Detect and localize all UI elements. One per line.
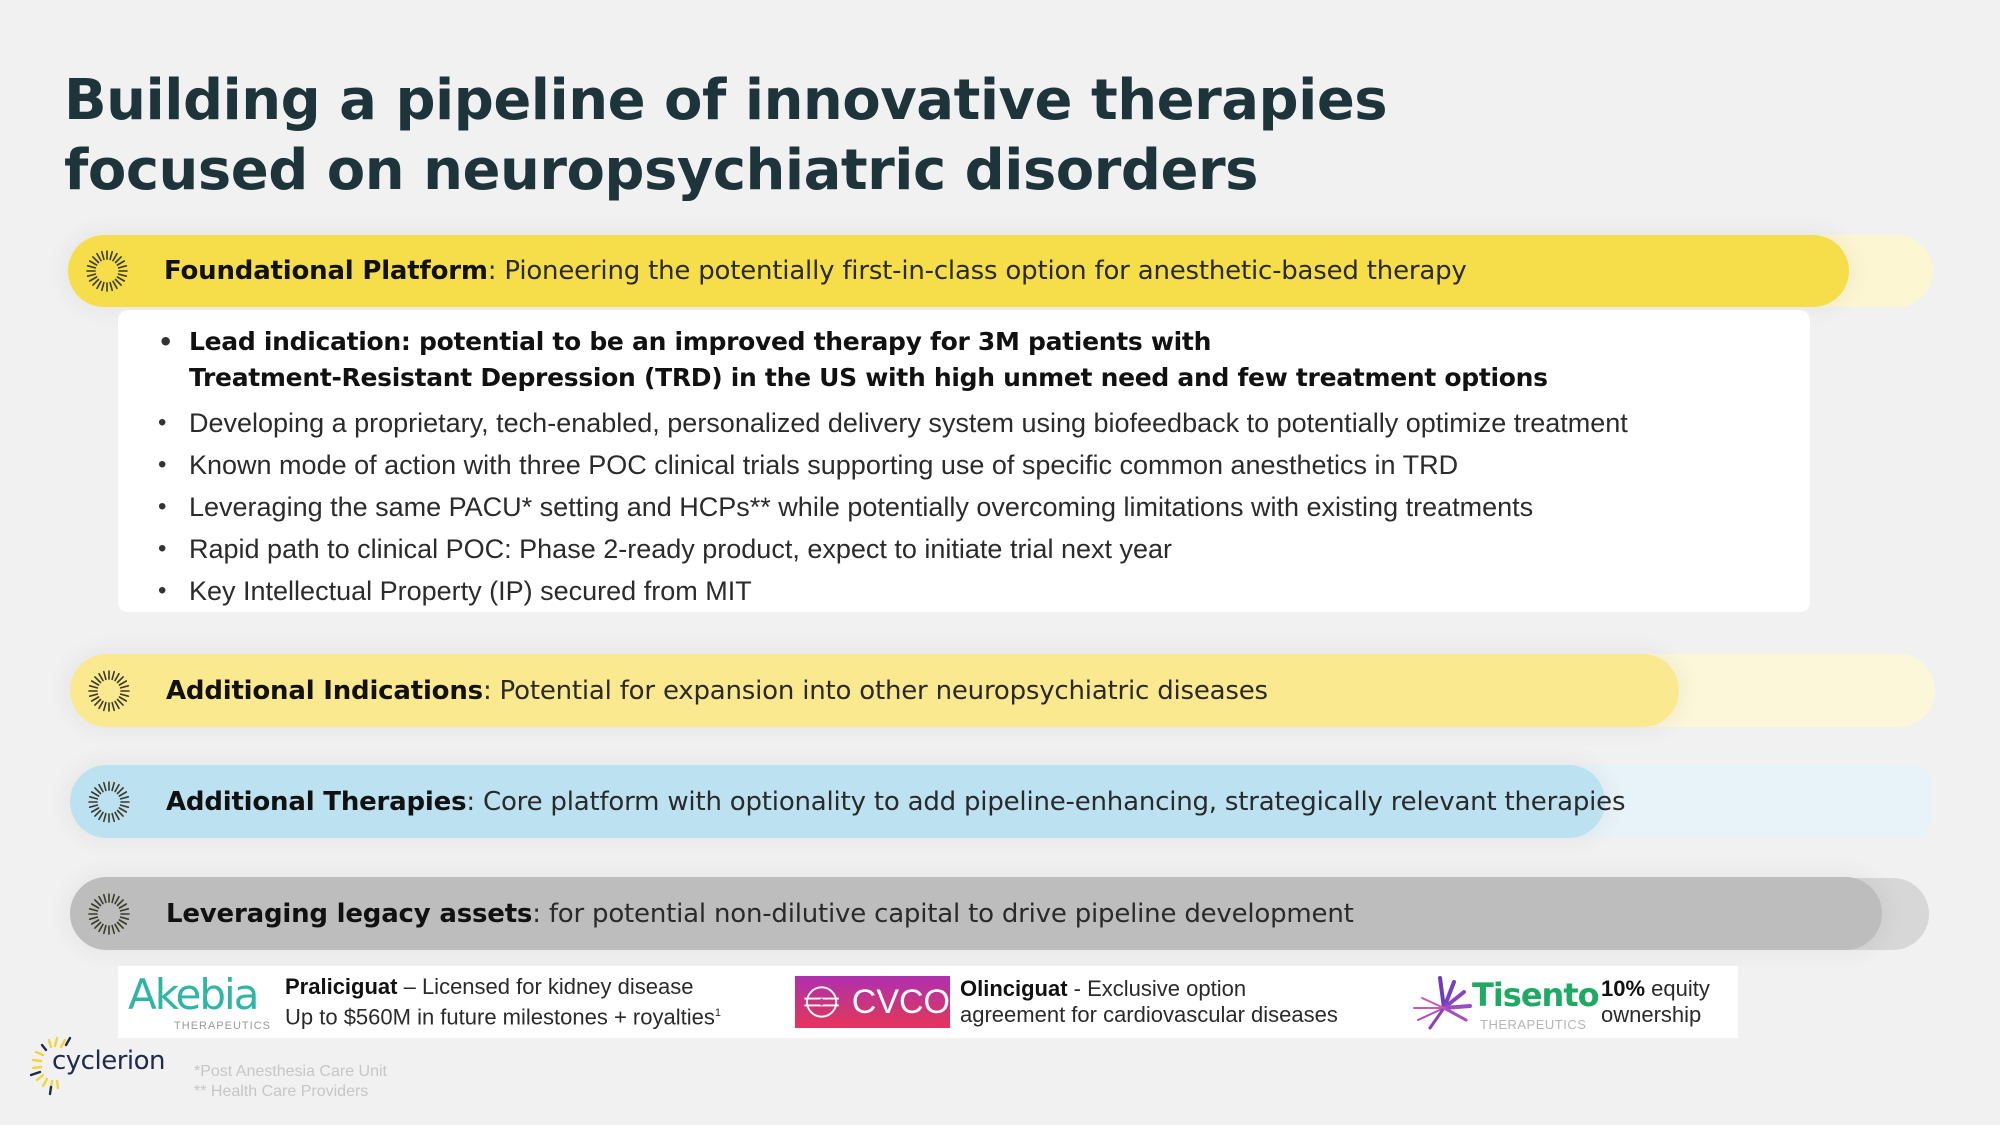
additional-indications-heading: Additional Indications (166, 675, 483, 706)
additional-indications-label: Additional Indications: Potential for ex… (166, 676, 1268, 706)
cvco-logo: CVCO (795, 976, 950, 1028)
additional-indications-desc: : Potential for expansion into other neu… (482, 675, 1268, 706)
tisento-line2: ownership (1601, 1002, 1702, 1027)
title-line-1: Building a pipeline of innovative therap… (64, 68, 1388, 133)
tisento-logo-text: Tisento (1472, 976, 1600, 1014)
akebia-logo: Akebia THERAPEUTICS (128, 970, 273, 1032)
lead-line-2: Treatment-Resistant Depression (TRD) in … (189, 363, 1548, 392)
cvco-logo-text: CVCO (851, 982, 950, 1021)
additional-therapies-heading: Additional Therapies (166, 786, 467, 817)
cyclerion-sun-icon (30, 1036, 72, 1096)
foundational-platform-heading: Foundational Platform (164, 256, 488, 286)
footnote-mark: 1 (714, 1006, 721, 1019)
akebia-deal-text: Praliciguat – Licensed for kidney diseas… (285, 974, 721, 1030)
cvco-deal-text: Olinciguat - Exclusive option agreement … (960, 976, 1338, 1028)
legacy-assets-label: Leveraging legacy assets: for potential … (166, 899, 1354, 929)
bullet-item: Rapid path to clinical POC: Phase 2-read… (118, 528, 1810, 570)
footnote-pacu: *Post Anesthesia Care Unit (194, 1063, 387, 1080)
footnote-hcp: ** Health Care Providers (194, 1083, 369, 1100)
tisento-logo-sub: THERAPEUTICS (1480, 1017, 1587, 1032)
foundational-platform-label: Foundational Platform: Pioneering the po… (164, 256, 1467, 286)
akebia-line1: – Licensed for kidney disease (397, 973, 694, 999)
foundational-details-card: Lead indication: potential to be an impr… (118, 310, 1810, 612)
cyclerion-logo-text: cyclerion (52, 1046, 166, 1076)
cvco-line2: agreement for cardiovascular diseases (960, 1002, 1338, 1027)
legacy-assets-bar: Leveraging legacy assets: for potential … (70, 877, 1882, 950)
partner-akebia: Akebia THERAPEUTICS Praliciguat – Licens… (128, 966, 721, 1038)
akebia-line2: Up to $560M in future milestones + royal… (285, 1004, 715, 1030)
akebia-asset-name: Praliciguat (285, 973, 398, 999)
akebia-logo-sub: THERAPEUTICS (174, 1020, 271, 1032)
cvco-emblem-icon (804, 986, 839, 1018)
sunburst-icon (86, 250, 128, 292)
foundational-platform-desc: : Pioneering the potentially first-in-cl… (487, 256, 1467, 286)
cyclerion-logo: cyclerion (30, 1036, 170, 1096)
cvco-line1: - Exclusive option (1067, 976, 1247, 1001)
tisento-line1: equity (1645, 976, 1710, 1001)
additional-therapies-desc: : Core platform with optionality to add … (466, 786, 1626, 817)
partner-cvco: CVCO Olinciguat - Exclusive option agree… (795, 966, 1338, 1038)
bullet-item: Known mode of action with three POC clin… (118, 444, 1810, 486)
tisento-logo: Tisento THERAPEUTICS (1410, 972, 1600, 1032)
footnotes: *Post Anesthesia Care Unit ** Health Car… (194, 1062, 387, 1102)
page-title: Building a pipeline of innovative therap… (64, 66, 1388, 206)
tisento-deal-text: 10% equity ownership (1601, 976, 1710, 1028)
akebia-logo-text: Akebia (128, 970, 259, 1019)
tisento-burst-icon (1413, 976, 1472, 1030)
bullet-item: Leveraging the same PACU* setting and HC… (118, 486, 1810, 528)
title-line-2: focused on neuropsychiatric disorders (64, 138, 1258, 203)
partner-tisento: Tisento THERAPEUTICS 10% equity ownershi… (1410, 966, 1710, 1038)
lead-line-1: Lead indication: potential to be an impr… (189, 327, 1212, 356)
partner-assets-strip: Akebia THERAPEUTICS Praliciguat – Licens… (118, 966, 1738, 1038)
sunburst-icon (88, 669, 130, 712)
bullet-item: Key Intellectual Property (IP) secured f… (118, 570, 1810, 612)
legacy-assets-desc: : for potential non-dilutive capital to … (532, 898, 1354, 929)
additional-therapies-bar: Additional Therapies: Core platform with… (70, 765, 1625, 838)
legacy-assets-heading: Leveraging legacy assets (166, 898, 533, 929)
cvco-asset-name: Olinciguat (960, 976, 1068, 1001)
foundational-bullet-list: Lead indication: potential to be an impr… (118, 310, 1810, 612)
bullet-item: Developing a proprietary, tech-enabled, … (118, 402, 1810, 444)
lead-indication-bullet: Lead indication: potential to be an impr… (118, 324, 1810, 396)
additional-therapies-label: Additional Therapies: Core platform with… (166, 787, 1625, 817)
sunburst-icon (88, 780, 130, 823)
additional-indications-bar: Additional Indications: Potential for ex… (70, 654, 1679, 727)
sunburst-icon (88, 892, 130, 935)
foundational-platform-bar: Foundational Platform: Pioneering the po… (68, 235, 1849, 307)
tisento-equity-pct: 10% (1601, 976, 1646, 1001)
